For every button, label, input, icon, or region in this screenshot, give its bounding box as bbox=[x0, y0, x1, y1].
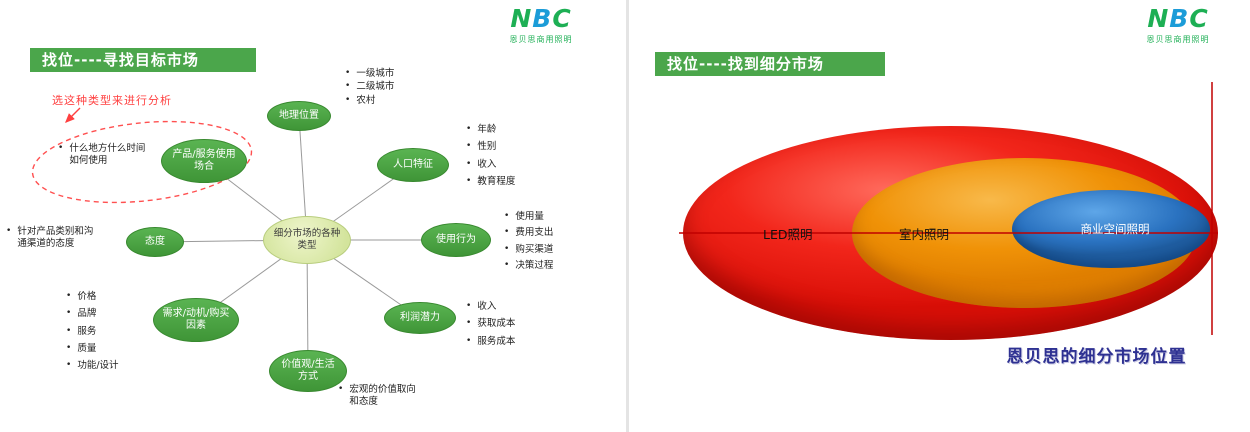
ring-label-led: LED照明 bbox=[763, 227, 813, 242]
highlight-dashed-ellipse bbox=[31, 120, 253, 204]
bullet-list-needs: 价格 品牌 服务 质量 功能/设计 bbox=[66, 291, 141, 378]
slide-divider bbox=[626, 0, 629, 432]
node-attitude: 态度 bbox=[126, 227, 184, 257]
logo-subtitle: 恩贝思商用照明 bbox=[509, 35, 573, 44]
ring-label-commercial: 商业空间照明 bbox=[1080, 222, 1150, 236]
bullet-item: 教育程度 bbox=[466, 176, 536, 188]
nbc-logo-text: NBC bbox=[1137, 6, 1219, 32]
logo-letter-c: C bbox=[552, 4, 572, 33]
nbc-logo-text: NBC bbox=[500, 6, 582, 32]
logo-letter-n: N bbox=[510, 4, 533, 33]
slide1-title: 找位----寻找目标市场 bbox=[30, 48, 256, 72]
bullet-list-usage-behavior: 使用量 费用支出 购买渠道 决策过程 bbox=[504, 211, 574, 276]
nbc-logo: NBC 恩贝思商用照明 bbox=[500, 6, 582, 45]
bullet-item: 费用支出 bbox=[504, 227, 574, 239]
bullet-item: 二级城市 bbox=[345, 81, 415, 93]
bullet-item: 年龄 bbox=[466, 124, 536, 136]
node-needs-motivation: 需求/动机/购买因素 bbox=[153, 298, 239, 342]
bullet-item: 农村 bbox=[345, 95, 415, 107]
bullet-item: 购买渠道 bbox=[504, 244, 574, 256]
node-values-lifestyle: 价值观/生活方式 bbox=[269, 350, 347, 392]
logo-letter-b: B bbox=[1169, 4, 1190, 33]
logo-subtitle: 恩贝思商用照明 bbox=[1146, 35, 1210, 44]
bullet-list-attitude: 针对产品类别和沟通渠道的态度 bbox=[6, 226, 102, 256]
bullet-item: 一级城市 bbox=[345, 68, 415, 80]
bullet-item: 获取成本 bbox=[466, 318, 536, 330]
diagram-center-node: 细分市场的各种类型 bbox=[263, 216, 351, 264]
node-profit-potential: 利润潜力 bbox=[384, 302, 456, 334]
ring-commercial-lighting bbox=[1012, 190, 1210, 268]
node-demographics: 人口特征 bbox=[377, 148, 449, 182]
annotation-arrow bbox=[65, 107, 81, 123]
bullet-item: 价格 bbox=[66, 291, 141, 303]
bullet-list-values: 宏观的价值取向和态度 bbox=[338, 384, 420, 414]
bullet-item: 性别 bbox=[466, 141, 536, 153]
bullet-item: 宏观的价值取向和态度 bbox=[338, 384, 420, 409]
logo-letter-c: C bbox=[1189, 4, 1209, 33]
bullet-item: 质量 bbox=[66, 343, 141, 355]
bullet-item: 什么地方什么时间如何使用 bbox=[58, 143, 146, 168]
bullet-item: 功能/设计 bbox=[66, 360, 141, 372]
bullet-item: 决策过程 bbox=[504, 260, 574, 272]
bullet-item: 服务成本 bbox=[466, 336, 536, 348]
bullet-list-product-usage: 什么地方什么时间如何使用 bbox=[58, 143, 146, 173]
annotation-note: 选这种类型来进行分析 bbox=[52, 94, 172, 107]
bullet-list-demographics: 年龄 性别 收入 教育程度 bbox=[466, 124, 536, 193]
node-geography: 地理位置 bbox=[267, 101, 331, 131]
bullet-item: 服务 bbox=[66, 326, 141, 338]
node-usage-behavior: 使用行为 bbox=[421, 223, 491, 257]
slide2-title: 找位----找到细分市场 bbox=[655, 52, 885, 76]
nbc-logo: NBC 恩贝思商用照明 bbox=[1137, 6, 1219, 45]
bullet-item: 使用量 bbox=[504, 211, 574, 223]
node-product-usage: 产品/服务使用场合 bbox=[161, 139, 247, 183]
bullet-item: 品牌 bbox=[66, 308, 141, 320]
bullet-item: 针对产品类别和沟通渠道的态度 bbox=[6, 226, 102, 251]
slide-find-target-market: 找位----寻找目标市场 NBC 恩贝思商用照明 选这种类型来进行分析 细分市场… bbox=[0, 0, 626, 432]
logo-letter-n: N bbox=[1147, 4, 1170, 33]
bullet-item: 收入 bbox=[466, 301, 536, 313]
bullet-list-profit: 收入 获取成本 服务成本 bbox=[466, 301, 536, 353]
segment-position-caption: 恩贝思的细分市场位置 bbox=[1006, 347, 1187, 367]
slide-find-segment: 找位----找到细分市场 NBC 恩贝思商用照明 LED照明 室内照明 商业空间… bbox=[629, 0, 1250, 432]
ring-label-indoor: 室内照明 bbox=[899, 227, 950, 242]
bullet-item: 收入 bbox=[466, 159, 536, 171]
logo-letter-b: B bbox=[532, 4, 553, 33]
bullet-list-geography: 一级城市 二级城市 农村 bbox=[345, 68, 415, 108]
